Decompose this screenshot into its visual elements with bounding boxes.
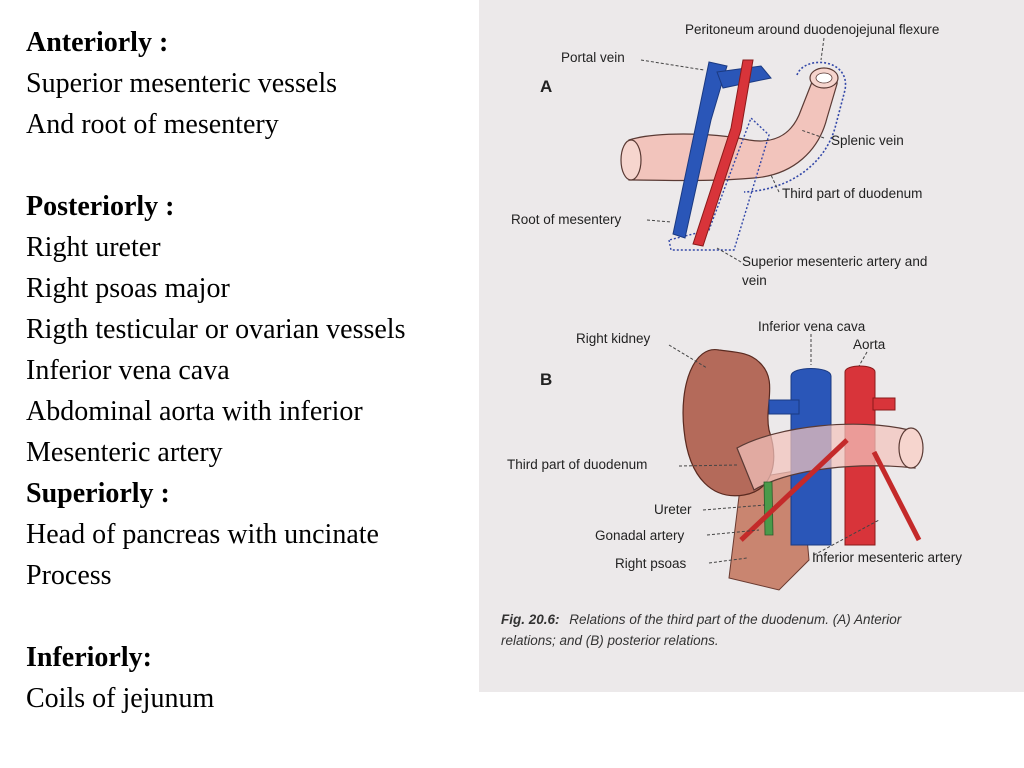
caption-line2: relations; and (B) posterior relations. <box>501 633 719 648</box>
text-line: Abdominal aorta with inferior <box>26 396 363 427</box>
text-line: Mesenteric artery <box>26 437 223 468</box>
panel-b-letter: B <box>540 370 552 389</box>
peritoneum-outline <box>743 61 847 193</box>
text-line: Rigth testicular or ovarian vessels <box>26 314 406 345</box>
duodenum-cut-end <box>620 139 642 181</box>
superior-mesenteric-artery <box>692 59 754 247</box>
gonadal-artery <box>739 438 849 542</box>
panel-a-letter: A <box>540 77 552 96</box>
label-third-part-a: Third part of duodenum <box>782 186 922 201</box>
caption-text1: Relations of the third part of the duode… <box>569 612 901 627</box>
label-ima: Inferior mesenteric artery <box>812 550 962 565</box>
panel-a: A Peritoneum around duodenojejunal flexu… <box>511 22 939 288</box>
text-line: Right psoas major <box>26 273 230 304</box>
label-third-part-b: Third part of duodenum <box>507 457 647 472</box>
label-ivc: Inferior vena cava <box>758 319 866 334</box>
text-line: Superior mesenteric vessels <box>26 68 338 99</box>
label-portal-vein: Portal vein <box>561 50 625 65</box>
label-gonadal-artery: Gonadal artery <box>595 528 685 543</box>
text-line: And root of mesentery <box>26 109 279 140</box>
anatomy-diagram: A Peritoneum around duodenojejunal flexu… <box>501 22 962 648</box>
caption-fig-number: Fig. 20.6: <box>501 612 560 627</box>
label-right-kidney: Right kidney <box>576 331 651 346</box>
duodenum-cut-end-b <box>898 427 924 469</box>
heading-superiorly: Superiorly : <box>26 478 170 509</box>
label-ureter: Ureter <box>654 502 692 517</box>
heading-inferiorly: Inferiorly: <box>26 642 152 673</box>
text-line: Process <box>26 560 112 591</box>
root-of-mesentery <box>668 116 770 251</box>
label-aorta: Aorta <box>853 337 886 352</box>
figure-caption: Fig. 20.6: Relations of the third part o… <box>501 612 902 648</box>
text-line: Coils of jejunum <box>26 683 215 714</box>
anatomy-figure: A Peritoneum around duodenojejunal flexu… <box>479 0 1024 692</box>
slide-text: Anteriorly : Superior mesenteric vessels… <box>26 22 496 719</box>
heading-anteriorly: Anteriorly : <box>26 27 169 58</box>
portal-vein <box>672 61 728 239</box>
label-root-mesentery: Root of mesentery <box>511 212 622 227</box>
text-line: Right ureter <box>26 232 161 263</box>
label-peritoneum: Peritoneum around duodenojejunal flexure <box>685 22 939 37</box>
label-sma-line2: vein <box>742 273 767 288</box>
spacer <box>26 596 496 637</box>
text-line: Head of pancreas with uncinate <box>26 519 379 550</box>
label-sma-line1: Superior mesenteric artery and <box>742 254 927 269</box>
label-right-psoas: Right psoas <box>615 556 687 571</box>
spacer <box>26 145 496 186</box>
text-line: Inferior vena cava <box>26 355 230 386</box>
heading-posteriorly: Posteriorly : <box>26 191 175 222</box>
renal-artery <box>872 397 896 411</box>
renal-vein <box>768 399 800 415</box>
panel-b: B Inferior vena cava Aorta Right kidney … <box>507 319 962 591</box>
inferior-mesenteric-artery <box>871 450 922 542</box>
label-splenic-vein: Splenic vein <box>831 133 904 148</box>
caption-line1: Fig. 20.6: Relations of the third part o… <box>501 612 902 627</box>
